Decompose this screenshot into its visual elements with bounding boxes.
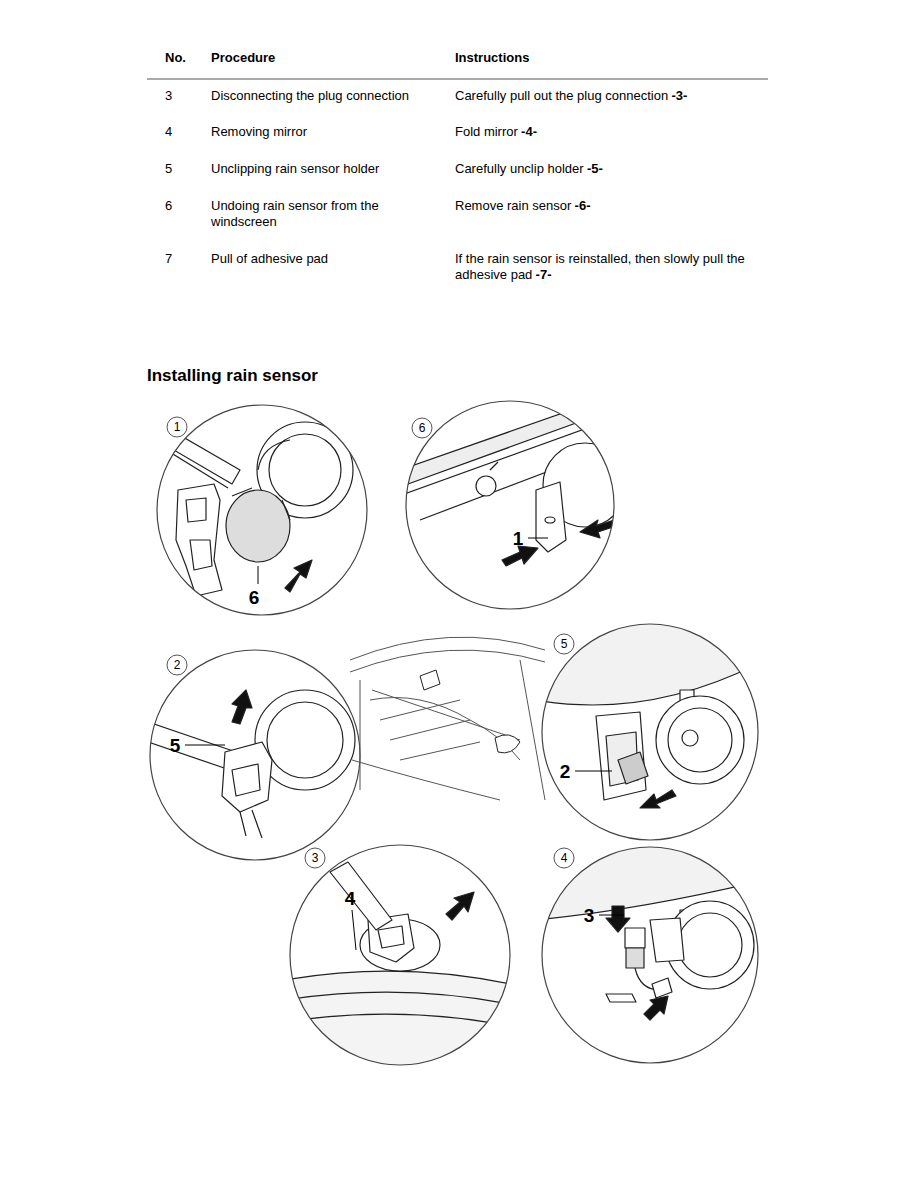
cell-text: 3	[165, 88, 172, 103]
table-cell: Undoing rain sensor from the windscreen	[211, 198, 431, 230]
cell-text: 6	[165, 198, 172, 213]
section-heading: Installing rain sensor	[147, 366, 318, 386]
cell-text: Fold mirror	[455, 124, 518, 139]
panel-illustration	[148, 690, 355, 838]
table-cell: Pull of adhesive pad	[211, 251, 431, 267]
step-number: 2	[174, 659, 181, 671]
cell-text: Disconnecting the plug connection	[211, 88, 409, 103]
callout-number: 4	[345, 889, 356, 908]
panel-illustration	[535, 620, 765, 808]
table-cell: Unclipping rain sensor holder	[211, 161, 431, 177]
callout-reference: -7-	[536, 267, 552, 282]
table-cell: 4	[165, 124, 205, 140]
panel-illustration	[285, 862, 515, 1070]
cell-text: If the rain sensor is reinstalled, then …	[455, 251, 745, 282]
panel-illustration	[535, 840, 765, 1020]
table-rule	[147, 79, 768, 80]
cell-text: Unclipping rain sensor holder	[211, 161, 379, 176]
table-cell: 3	[165, 88, 205, 104]
table-cell: If the rain sensor is reinstalled, then …	[455, 251, 767, 283]
cell-text: 4	[165, 124, 172, 139]
table-cell: Instructions	[455, 50, 765, 66]
step-number: 4	[561, 852, 568, 864]
callout-number: 5	[170, 736, 181, 755]
table-cell: Disconnecting the plug connection	[211, 88, 431, 104]
callout-number: 1	[513, 529, 524, 548]
vehicle-overview	[350, 637, 545, 800]
cell-text: 7	[165, 251, 172, 266]
callout-number: 2	[560, 762, 571, 781]
table-cell: Carefully pull out the plug connection-3…	[455, 88, 767, 104]
cell-text: Undoing rain sensor from the windscreen	[211, 198, 379, 229]
cell-text: Remove rain sensor	[455, 198, 571, 213]
table-cell: Fold mirror-4-	[455, 124, 767, 140]
table-cell: No.	[165, 50, 205, 66]
callout-reference: -3-	[671, 88, 687, 103]
step-number: 5	[561, 638, 568, 650]
table-cell: 6	[165, 198, 205, 214]
cell-text: Removing mirror	[211, 124, 307, 139]
callout-reference: -5-	[587, 161, 603, 176]
cell-text: Pull of adhesive pad	[211, 251, 328, 266]
callout-number: 6	[249, 588, 260, 607]
table-cell: Carefully unclip holder-5-	[455, 161, 767, 177]
cell-text: Carefully unclip holder	[455, 161, 584, 176]
callout-reference: -6-	[575, 198, 591, 213]
table-cell: Removing mirror	[211, 124, 431, 140]
cell-text: Instructions	[455, 50, 529, 65]
step-number: 3	[312, 852, 319, 864]
callout-number: 3	[584, 906, 595, 925]
table-cell: Remove rain sensor -6-	[455, 198, 767, 214]
callout-reference: -4-	[521, 124, 537, 139]
cell-text: Carefully pull out the plug connection	[455, 88, 668, 103]
leader-line	[185, 538, 624, 950]
cell-text: No.	[165, 50, 186, 65]
panel-illustration	[400, 400, 627, 566]
step-number: 6	[419, 422, 426, 434]
step-number: 1	[174, 421, 181, 433]
cell-text: Procedure	[211, 50, 275, 65]
table-cell: Procedure	[211, 50, 441, 66]
step-circle	[167, 417, 574, 868]
cell-text: 5	[165, 161, 172, 176]
table-cell: 7	[165, 251, 205, 267]
table-cell: 5	[165, 161, 205, 177]
